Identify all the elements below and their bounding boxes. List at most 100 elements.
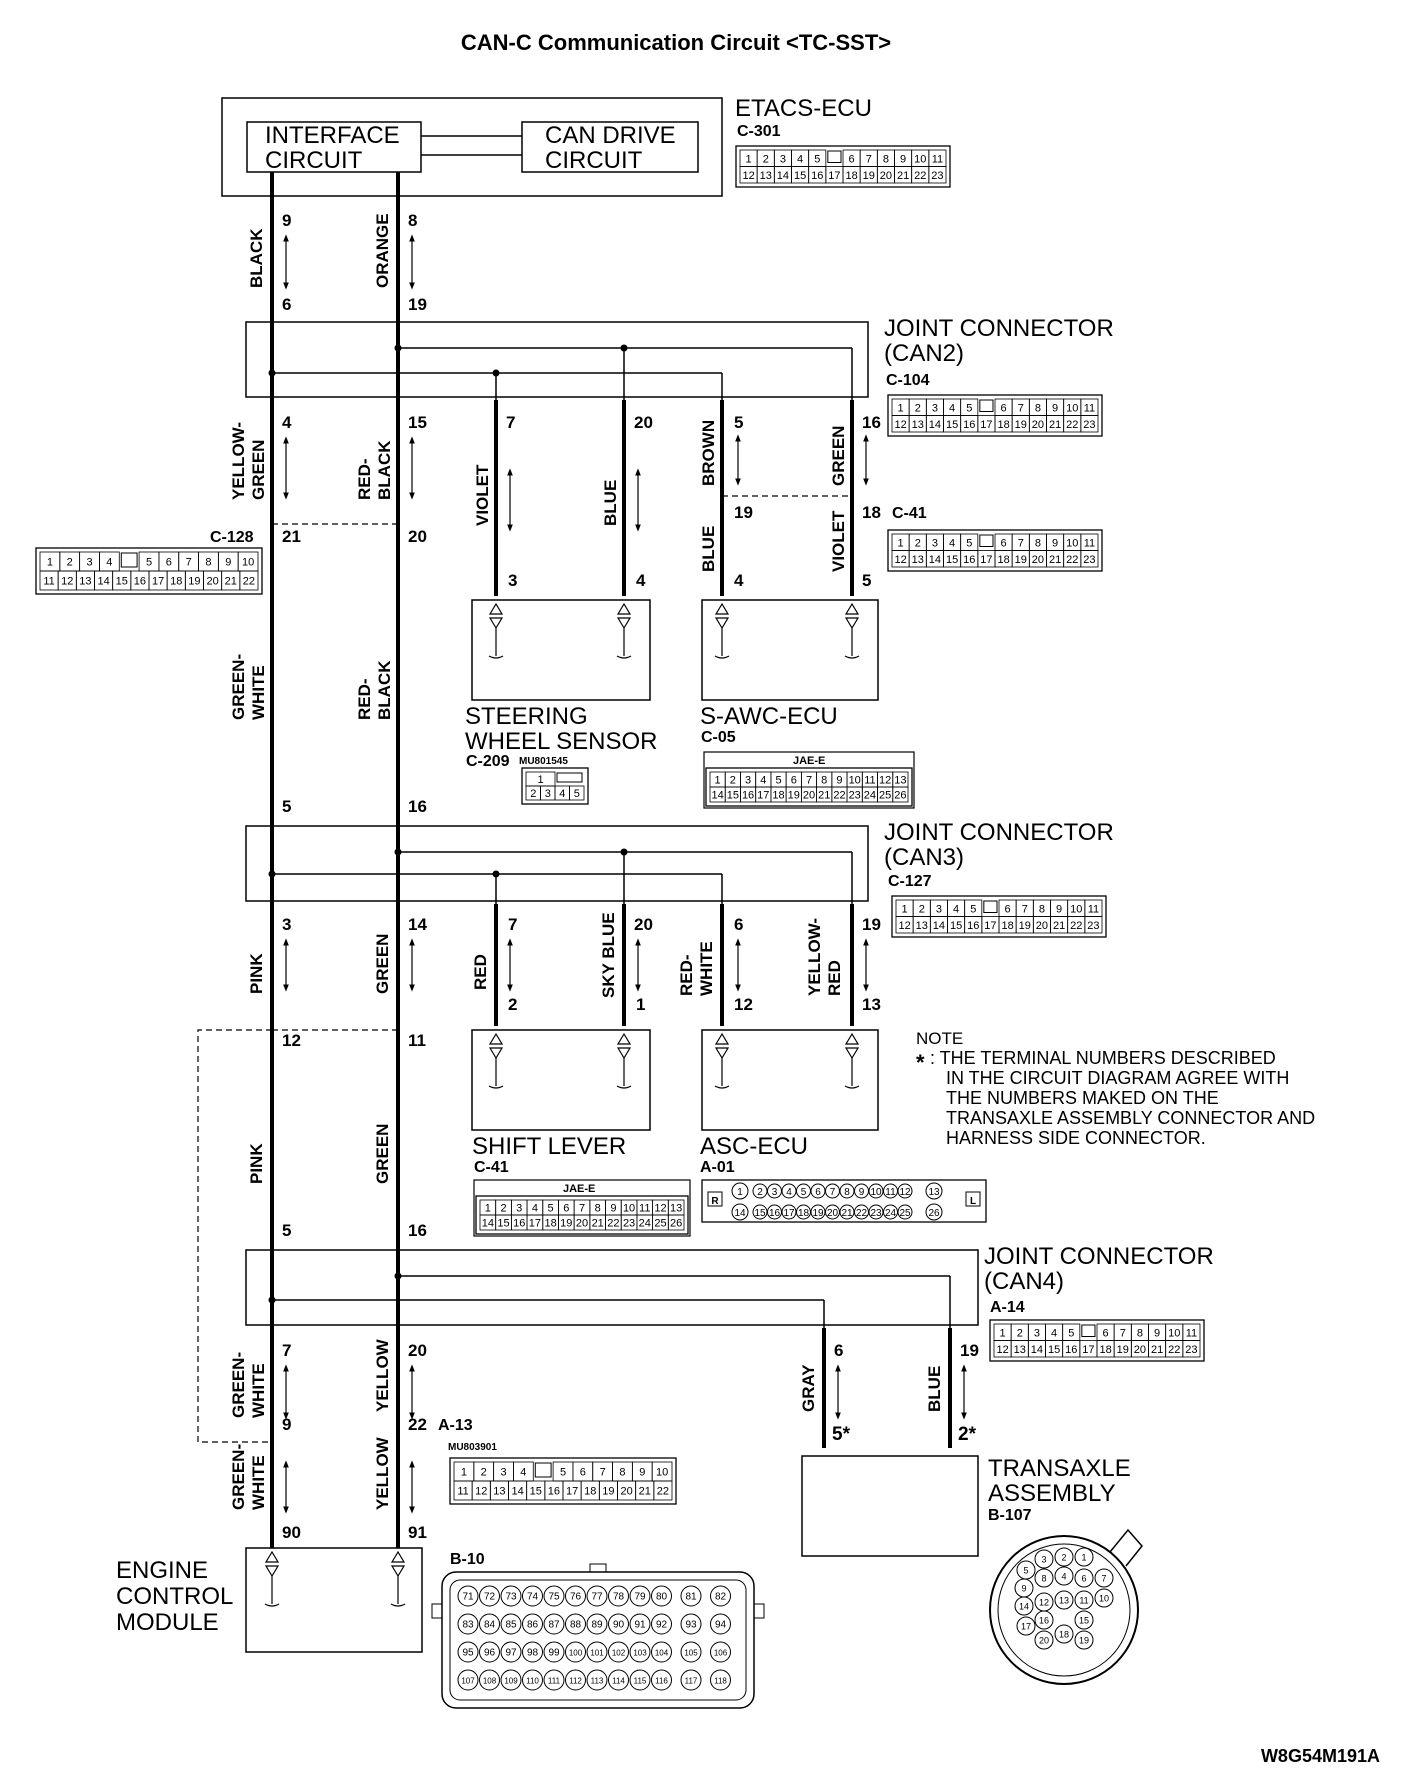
pin-label: 21	[1151, 1344, 1163, 1356]
pin-label: 6	[849, 153, 855, 165]
pin-label: R	[711, 1196, 719, 1207]
pin-label: 11	[885, 1187, 896, 1198]
pin-label: 2	[530, 788, 536, 800]
can2-in-pin-a: 6	[282, 295, 291, 314]
note-line-2: IN THE CIRCUIT DIAGRAM AGREE WITH	[946, 1068, 1289, 1088]
pin-label: 12	[996, 1344, 1008, 1356]
pin-label: 14	[933, 920, 945, 932]
pin-label: 26	[894, 790, 906, 802]
pin-label: 24	[639, 1218, 651, 1230]
pin-label: 16	[811, 170, 823, 182]
can3-connector-id: C-127	[888, 873, 932, 890]
pin-label: 21	[818, 790, 830, 802]
pin-label: 6	[580, 1467, 586, 1479]
etacs-connector-id: C-301	[737, 123, 781, 140]
note-star: *	[916, 1050, 925, 1075]
pin-label: 4	[786, 1187, 792, 1198]
pin-label: 13	[670, 1203, 682, 1215]
sawc-jae-label: JAE-E	[793, 755, 825, 767]
pin-label: 6	[1001, 402, 1007, 414]
wire-color-violet: VIOLET	[473, 464, 492, 526]
pin-label: 8	[1137, 1327, 1143, 1339]
a13-pin-b: 22	[408, 1415, 427, 1434]
pin-label: 13	[1059, 1596, 1069, 1606]
pin-label: 15	[946, 554, 958, 566]
pin-label: 6	[563, 1203, 569, 1215]
pin-label: 1	[485, 1203, 491, 1215]
pin-label: 3	[772, 1187, 778, 1198]
shift-connector-id: C-41	[474, 1159, 509, 1176]
pin-label: 1	[737, 1187, 743, 1198]
pin-label: 8	[619, 1467, 625, 1479]
transaxle-label-2: ASSEMBLY	[988, 1480, 1116, 1507]
pin-label: 81	[685, 1592, 697, 1603]
pin-label: 24	[885, 1208, 897, 1219]
wire-color-sky-blue: SKY BLUE	[599, 912, 618, 998]
pin-label: 20	[880, 170, 892, 182]
pin-label: 22	[914, 170, 926, 182]
pin-label: 11	[457, 1486, 468, 1498]
ecm-pin-b: 91	[408, 1523, 427, 1542]
pin-label: 10	[1066, 537, 1078, 549]
pin-label: 6	[1081, 1574, 1086, 1584]
pin-label: 10	[656, 1467, 668, 1479]
pin-label: 11	[1186, 1327, 1197, 1339]
can2-out-pin-4: 4	[282, 413, 292, 432]
pin-label: 18	[1001, 920, 1013, 932]
pin-label: 17	[828, 170, 840, 182]
pin-label: 17	[757, 790, 769, 802]
pin-label: 13	[916, 920, 928, 932]
pin-label: 13	[493, 1486, 505, 1498]
pin-label: 76	[570, 1592, 582, 1603]
pin-label: 82	[715, 1592, 727, 1603]
pin-label: 22	[1168, 1344, 1180, 1356]
pin-label: 75	[548, 1592, 560, 1603]
pin-label: 7	[1120, 1327, 1126, 1339]
pin-label: 88	[570, 1620, 582, 1631]
note-line-4: TRANSAXLE ASSEMBLY CONNECTOR AND	[946, 1108, 1315, 1128]
ecm-label-2: CONTROL	[116, 1583, 233, 1610]
pin-label: 15	[530, 1486, 542, 1498]
pin-label: 19	[1079, 1636, 1089, 1646]
pin-label: 3	[86, 557, 92, 569]
can2-in-pin-b: 19	[408, 295, 427, 314]
pin-label: 72	[484, 1592, 496, 1603]
wire-color-green: GREEN	[829, 426, 848, 486]
pin-label: 15	[1048, 1344, 1060, 1356]
pin-label: 21	[225, 576, 237, 588]
wire-color-gray: GRAY	[799, 1364, 818, 1412]
pin-label: 16	[769, 1208, 781, 1219]
pin-label: 21	[841, 1208, 853, 1219]
pin-label: 17	[152, 576, 164, 588]
pin-label: 105	[684, 1649, 698, 1658]
pin-label: 87	[548, 1620, 560, 1631]
pin-label: 18	[997, 419, 1009, 431]
pin-label: 18	[798, 1208, 810, 1219]
pin-label: 71	[462, 1592, 474, 1603]
pin-label: 10	[1070, 903, 1082, 915]
pin-label: 22	[657, 1486, 669, 1498]
transaxle-label: TRANSAXLE	[988, 1455, 1131, 1482]
pin-label: 1	[47, 557, 53, 569]
pin-label: 11	[1088, 903, 1099, 915]
pin-label: 89	[591, 1620, 603, 1631]
pin-label: 3	[780, 153, 786, 165]
wire-color-yellow-2: YELLOW	[373, 1436, 392, 1510]
pin-label: 14	[711, 790, 723, 802]
note-title: NOTE	[916, 1029, 963, 1048]
pin-label: 5	[1068, 1327, 1074, 1339]
pin-label: 12	[1039, 1598, 1049, 1608]
shift-pin-a: 2	[508, 995, 517, 1014]
pin-label: L	[970, 1196, 976, 1207]
pin-label: 19	[188, 576, 200, 588]
pin-label: 26	[670, 1218, 682, 1230]
pin-label: 20	[1032, 419, 1044, 431]
pin-label: 7	[866, 153, 872, 165]
can2-label: JOINT CONNECTOR	[884, 315, 1114, 342]
wire-color-red-black: RED-	[355, 458, 374, 500]
